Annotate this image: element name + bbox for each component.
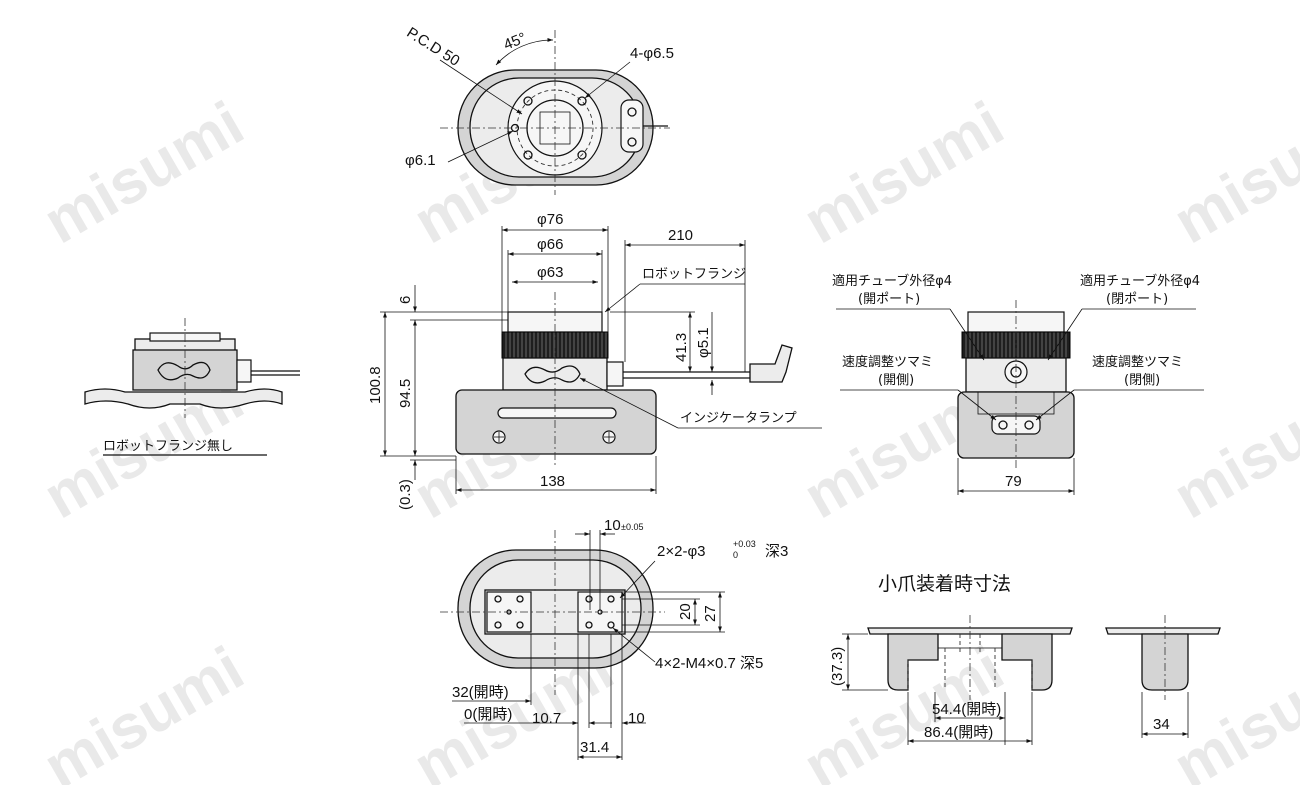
dim-79: 79 — [1005, 473, 1022, 490]
side-view: 79 適用チューブ外径φ4 (開ポート) 適用チューブ外径φ4 (閉ポート) 速… — [832, 273, 1204, 495]
dim-31-4: 31.4 — [580, 739, 609, 756]
dim-76: φ76 — [537, 211, 563, 228]
dim-63: φ63 — [537, 264, 563, 281]
leader-line — [584, 61, 631, 99]
tube-right-sub: (閉ポート) — [1106, 292, 1168, 307]
hole-icon — [577, 150, 587, 160]
dim-27: 27 — [702, 605, 719, 622]
dim-210: 210 — [668, 227, 693, 244]
leader-line — [439, 59, 523, 115]
tapped-holes-label: 4×2-M4×0.7 深5 — [655, 655, 763, 672]
top-view: 45° P.C.D 50 4-φ6.5 φ6.1 — [404, 24, 674, 195]
cable-gland — [606, 361, 624, 387]
pin-holes-label: 2×2-φ3 — [657, 543, 706, 560]
svg-text:misumi: misumi — [793, 89, 1015, 257]
angle-arc — [495, 37, 554, 66]
jaw-side-finger — [1141, 633, 1189, 691]
pin-depth: 深3 — [765, 543, 788, 560]
bottom-view: 10 ±0.05 2×2-φ3 +0.03 0 深3 20 27 4×2-M4×… — [440, 517, 788, 760]
front-view: φ76 φ66 φ63 210 ロボットフランジ 41.3 φ5.1 100.8… — [367, 211, 822, 510]
dim-34: 34 — [1153, 716, 1170, 733]
jaw-side-plate — [1105, 627, 1221, 635]
dim-10-tol: 10 — [604, 517, 621, 534]
front-view-base — [455, 389, 657, 455]
svg-text:misumi: misumi — [33, 634, 255, 785]
leader-line — [612, 627, 656, 663]
small-jaw-view: 小爪装着時寸法 (37.3) 54.4(開時) 86.4(開時) 34 — [829, 573, 1221, 745]
indicator-strip — [497, 407, 617, 419]
angle-label: 45° — [501, 30, 528, 54]
small-jaw-title: 小爪装着時寸法 — [878, 573, 1011, 595]
jaw-finger-right — [1001, 633, 1053, 691]
left-view: ロボットフランジ無し — [84, 318, 300, 456]
dim-20: 20 — [677, 603, 694, 620]
dim-66: φ66 — [537, 236, 563, 253]
leader-line — [949, 308, 985, 361]
dim-0-3: (0.3) — [397, 479, 414, 510]
knob-left-sub: (開側) — [878, 373, 914, 388]
dim-37-3: (37.3) — [829, 647, 846, 686]
dim-10-7: 10.7 — [532, 710, 561, 727]
lamp-window-icon — [157, 361, 211, 381]
knob-right-sub: (閉側) — [1124, 373, 1160, 388]
hole-icon — [523, 96, 533, 106]
no-flange-caption: ロボットフランジ無し — [103, 439, 233, 454]
dim-32-open: 32(開時) — [452, 684, 509, 701]
pcd-label: P.C.D 50 — [404, 24, 463, 70]
dim-54-4: 54.4(開時) — [932, 701, 1001, 718]
knob-left-label: 速度調整ツマミ — [842, 354, 933, 370]
leader-line — [1035, 389, 1075, 421]
leader-line — [447, 130, 514, 163]
screw-icon — [627, 107, 637, 117]
elbow-connector — [749, 344, 793, 383]
tube-left-sub: (開ポート) — [858, 292, 920, 307]
leader-line — [579, 377, 679, 429]
dim-94-5: 94.5 — [397, 379, 414, 408]
svg-text:misumi: misumi — [1163, 89, 1300, 257]
hidden-lines — [944, 634, 996, 690]
cable-gland — [236, 359, 252, 383]
pin-tol-upper: +0.03 — [733, 539, 756, 549]
svg-text:misumi: misumi — [33, 89, 255, 257]
knob-right-label: 速度調整ツマミ — [1092, 354, 1183, 370]
jaw-finger-left — [887, 633, 939, 691]
leader-line — [957, 389, 997, 421]
left-view-jaw-plate — [84, 388, 283, 409]
indicator-lamp-label: インジケータランプ — [680, 411, 797, 426]
leader-line — [1047, 308, 1083, 361]
holes-label: 4-φ6.5 — [630, 45, 674, 62]
dim-10: 10 — [628, 710, 645, 727]
pin-tol-lower: 0 — [733, 550, 738, 560]
leader-line — [604, 283, 641, 313]
pin-hole-label: φ6.1 — [405, 152, 436, 169]
hole-icon — [523, 150, 533, 160]
lamp-window-icon — [524, 365, 581, 384]
dim-0-open: 0(開時) — [464, 706, 512, 723]
dim-86-4: 86.4(開時) — [924, 724, 993, 741]
dim-100-8: 100.8 — [367, 366, 384, 404]
dim-10-tol-sub: ±0.05 — [621, 522, 643, 532]
dim-41-3: 41.3 — [673, 333, 690, 362]
svg-text:misumi: misumi — [1163, 364, 1300, 532]
robot-flange-label: ロボットフランジ — [642, 267, 746, 282]
hole-icon — [577, 96, 587, 106]
dim-5-1: φ5.1 — [695, 327, 712, 358]
dim-6: 6 — [397, 296, 414, 304]
tube-left-label: 適用チューブ外径φ4 — [832, 273, 952, 289]
dim-138: 138 — [540, 473, 565, 490]
tube-right-label: 適用チューブ外径φ4 — [1080, 273, 1200, 289]
screw-icon — [627, 137, 637, 147]
watermark: misumi misumi misumi misumi misumi misum… — [33, 89, 1300, 785]
